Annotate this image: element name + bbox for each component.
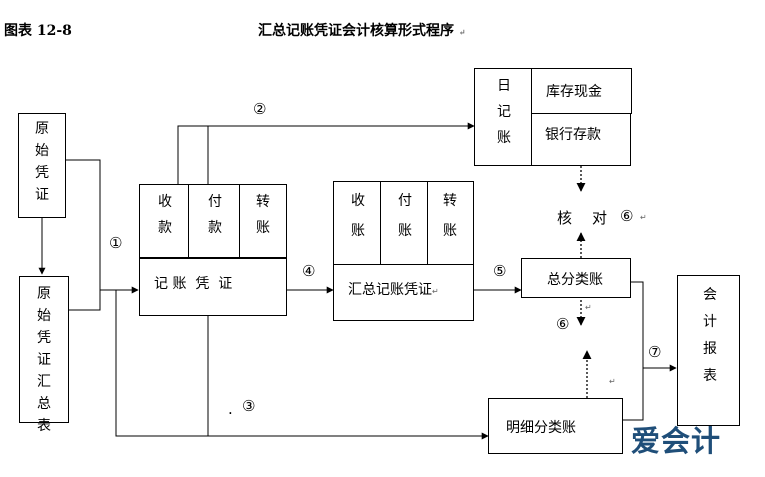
step-4-marker: ④ <box>302 262 316 280</box>
return-mark: ↵ <box>458 27 466 37</box>
step-5-marker: ⑤ <box>493 262 507 280</box>
summary-voucher-text: 汇总记账凭证 <box>348 282 432 298</box>
reports-box: 会计报表 <box>677 275 740 426</box>
original-voucher-label: 原始凭证 <box>35 121 49 203</box>
posting-voucher-box: 记 账 凭 证 <box>139 258 287 316</box>
summary-voucher-box: 汇总记账凭证↵ <box>333 264 474 321</box>
original-voucher-box: 原始凭证 <box>18 113 66 218</box>
sum-payment-cell: 付账 <box>380 181 428 265</box>
return-mark: ↵ <box>640 213 647 222</box>
posting-voucher-label: 记 账 凭 证 <box>154 276 233 292</box>
line-step7-general <box>623 281 644 421</box>
check-label-a: 核 <box>557 209 573 227</box>
bank-journal-label: 银行存款 <box>545 127 601 143</box>
original-summary-label: 原始凭证汇总表 <box>37 286 51 434</box>
voucher-receipt-cell: 收款 <box>139 184 189 258</box>
voucher-receipt-label: 收款 <box>158 194 172 236</box>
line-step2-route <box>177 122 475 184</box>
step-3-marker: ③ <box>242 397 256 415</box>
voucher-payment-label: 付款 <box>208 194 222 236</box>
subsidiary-ledger-box: 明细分类账 <box>488 398 623 454</box>
figure-label: 图表 12-8 <box>4 23 72 39</box>
voucher-payment-cell: 付款 <box>188 184 240 258</box>
line-step3-route <box>115 290 489 440</box>
original-summary-box: 原始凭证汇总表 <box>19 276 69 434</box>
voucher-type-group: 收款 付款 转账 <box>139 184 287 258</box>
cash-journal-label: 库存现金 <box>546 84 602 100</box>
cash-journal-cell: 库存现金 <box>531 68 632 114</box>
step-7-marker: ⑦ <box>648 343 662 361</box>
return-mark: ↵ <box>432 287 439 296</box>
general-ledger-box: 总分类账 <box>521 258 631 298</box>
return-mark: ↵ <box>585 303 592 312</box>
step-6a-marker: ⑥ <box>620 207 634 225</box>
dot-mark: . <box>228 400 233 418</box>
step-6b-marker: ⑥ <box>556 315 570 333</box>
check-label-b: 对 <box>592 209 608 227</box>
diagram-title: 汇总记账凭证会计核算形式程序 ↵ <box>258 20 466 40</box>
general-ledger-label: 总分类账 <box>547 272 603 288</box>
step-2-marker: ② <box>253 100 267 118</box>
sum-receipt-cell: 收账 <box>333 181 381 265</box>
voucher-transfer-label: 转账 <box>256 194 270 236</box>
step-1-marker: ① <box>109 234 123 252</box>
subsidiary-ledger-label: 明细分类账 <box>506 420 576 436</box>
sum-payment-label: 付账 <box>398 193 412 239</box>
summary-type-group: 收账 付账 转账 <box>333 181 474 265</box>
return-mark: ↵ <box>609 377 616 386</box>
journal-label: 日记账 <box>497 78 511 146</box>
journal-label-cell: 日记账 <box>474 68 532 166</box>
diagram-title-text: 汇总记账凭证会计核算形式程序 <box>258 23 454 39</box>
sum-receipt-label: 收账 <box>351 193 365 239</box>
reports-label: 会计报表 <box>703 287 717 384</box>
brand-watermark: 爱会计 <box>631 424 722 458</box>
summary-voucher-label: 汇总记账凭证↵ <box>348 279 439 299</box>
journal-box: 日记账 库存现金 银行存款 <box>474 68 632 166</box>
line-voucher-bracket <box>66 159 101 311</box>
sum-transfer-label: 转账 <box>443 193 457 239</box>
